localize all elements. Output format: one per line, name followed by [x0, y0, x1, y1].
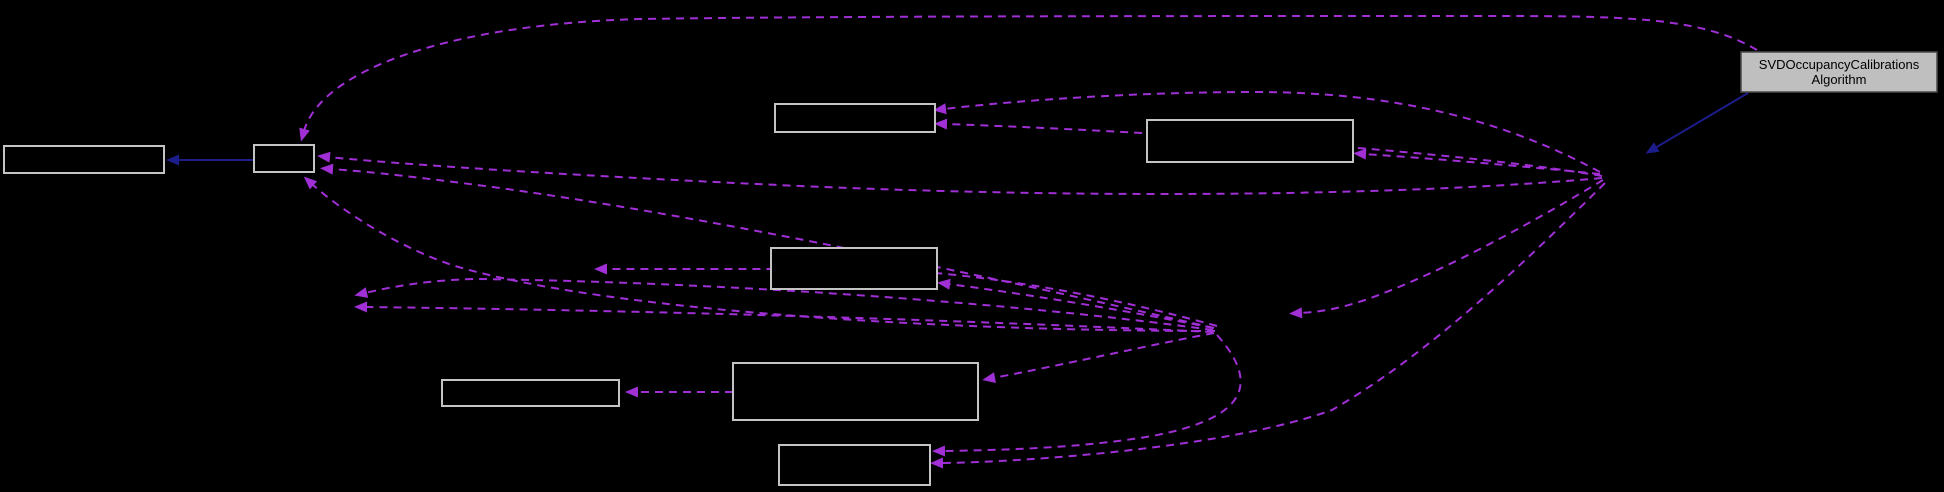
node-svd-occupancy-calibrations-algorithm-label-line-2: Algorithm	[1812, 72, 1867, 87]
node-small[interactable]	[253, 144, 315, 173]
node-left[interactable]	[3, 145, 165, 174]
edge-hub2-to-node-bottom-upper	[932, 334, 1242, 457]
node-row3[interactable]	[770, 247, 938, 290]
edge-hub2-to-node-small-right-lower	[320, 163, 1215, 329]
edge-hub2-to-node-big	[982, 332, 1215, 384]
node-big[interactable]	[732, 362, 979, 421]
node-b[interactable]	[1146, 119, 1354, 163]
node-bottom[interactable]	[778, 444, 931, 486]
edges-layer	[166, 15, 1758, 469]
edge-svd-to-hub1	[1645, 92, 1749, 154]
edge-hub1-to-node-small-right-upper	[317, 151, 1603, 195]
edge-hub1-to-node-a-upper	[933, 90, 1601, 173]
edge-hub1-to-hidden-hub2	[1289, 179, 1604, 319]
node-svd-occupancy-calibrations-algorithm-label-line-1: SVDOccupancyCalibrations	[1759, 57, 1920, 72]
edge-hub1-to-node-bottom-lower	[930, 182, 1606, 469]
edge-hub2-to-node-row3	[937, 278, 1214, 329]
node-a[interactable]	[774, 103, 936, 133]
edge-hub2-to-hidden-left-3	[354, 301, 1214, 333]
edge-svd-to-node-small-top	[299, 15, 1758, 142]
node-lower-left[interactable]	[441, 379, 620, 407]
edge-hub2-to-hidden-left-1	[594, 263, 1218, 327]
